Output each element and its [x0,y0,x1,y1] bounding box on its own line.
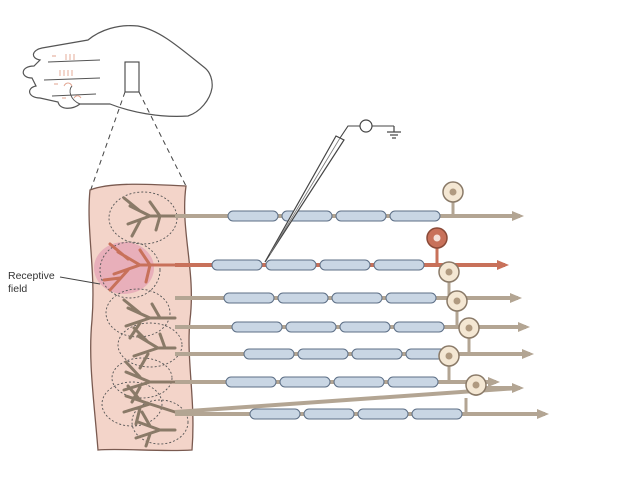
nerve-fiber-7 [174,374,524,414]
hand-icon [22,25,213,117]
nerve-fiber-1 [175,181,524,222]
receptive-field-highlight [94,242,154,294]
ground-symbol-icon [387,126,401,139]
receptive-field-leader-line [59,276,101,285]
recording-electrode-icon [264,119,394,263]
nerve-fiber-5 [175,317,534,360]
nerve-fiber-6 [175,345,500,388]
nerve-fiber-3 [175,261,522,304]
receptive-field-label-line1: Receptive [8,270,55,282]
receptive-field-label-line2: field [8,283,27,295]
nerve-fiber-2-highlighted [175,227,509,271]
highlighted-nerve-ending [102,242,177,292]
nerve-fiber-8 [175,398,549,420]
nerve-endings [122,196,177,448]
